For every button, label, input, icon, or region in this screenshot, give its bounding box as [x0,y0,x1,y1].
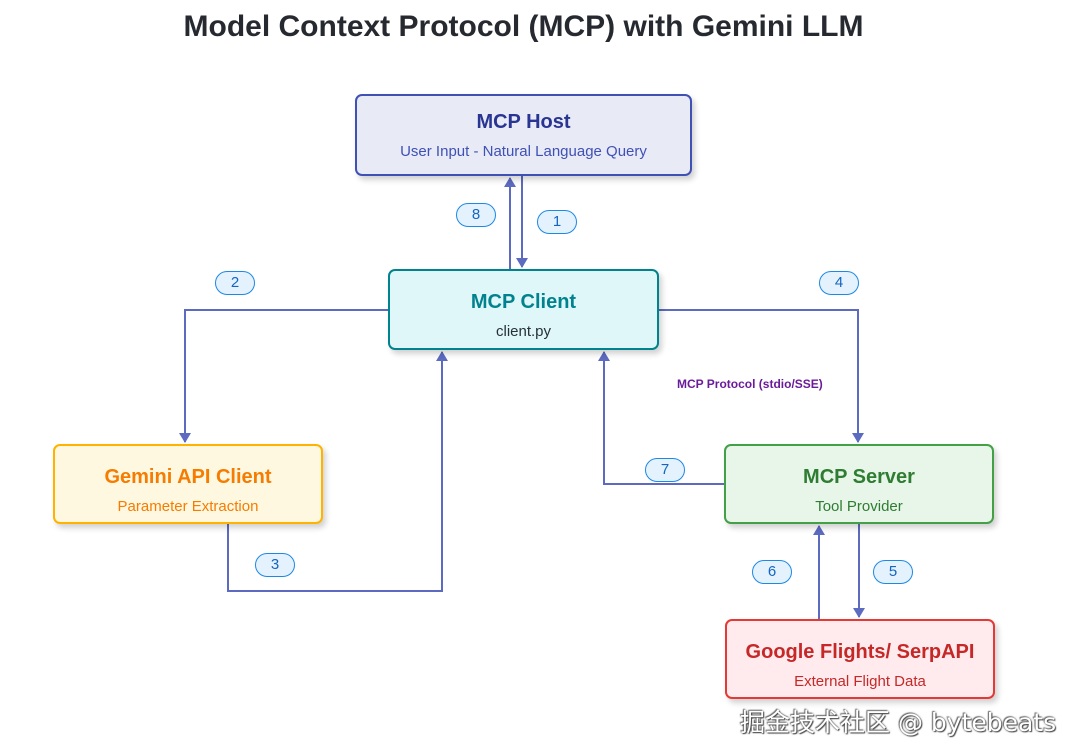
node-title: MCP Client [470,291,577,313]
google-flights-serpapi-node: Google Flights/ SerpAPI External Flight … [725,619,995,699]
node-subtitle: Tool Provider [815,498,903,515]
node-title: MCP Host [476,111,571,133]
edge-step-7 [598,351,724,485]
step-badge-3: 3 [255,553,295,577]
node-subtitle: Parameter Extraction [117,498,259,515]
edge-step-2 [179,309,388,443]
mcp-server-node: MCP Server Tool Provider [724,444,994,524]
node-title: Gemini API Client [104,466,272,488]
diagram-title: Model Context Protocol (MCP) with Gemini… [183,10,864,43]
edge-step-3 [227,351,448,592]
protocol-label: MCP Protocol (stdio/SSE) [677,377,823,391]
watermark: 掘金技术社区 @ bytebeats [740,708,1057,737]
node-title: MCP Server [803,466,915,488]
step-badge-4: 4 [819,271,859,295]
step-badge-1: 1 [537,210,577,234]
edge-step-4 [659,309,864,443]
gemini-api-client-node: Gemini API Client Parameter Extraction [53,444,323,524]
step-badge-2: 2 [215,271,255,295]
node-subtitle: client.py [495,323,552,340]
step-badge-6: 6 [752,560,792,584]
node-subtitle: External Flight Data [794,673,926,690]
mcp-host-node: MCP Host User Input - Natural Language Q… [355,94,692,176]
mcp-client-node: MCP Client client.py [388,269,659,350]
step-badge-7: 7 [645,458,685,482]
step-badge-8: 8 [456,203,496,227]
node-subtitle: User Input - Natural Language Query [400,143,647,160]
node-title: Google Flights/ SerpAPI [745,641,975,663]
step-badge-5: 5 [873,560,913,584]
